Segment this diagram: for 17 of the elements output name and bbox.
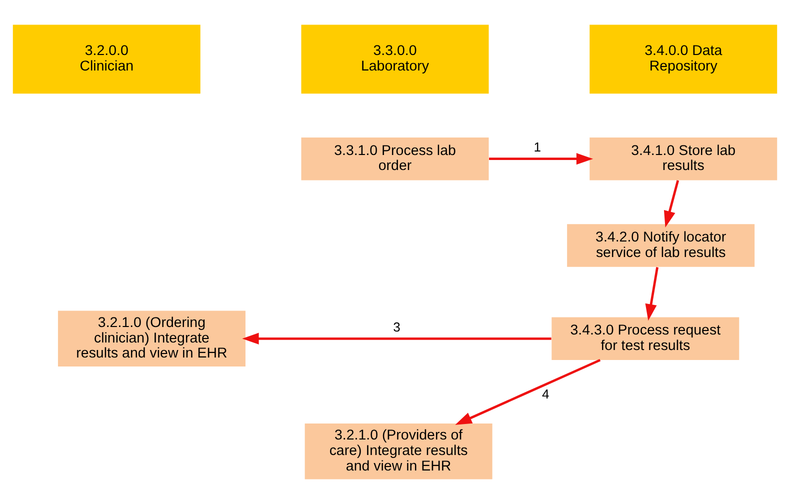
node-box: 3.4.2.0 Notify locator service of lab results	[567, 224, 755, 267]
node-box: 3.4.1.0 Store lab results	[590, 137, 778, 180]
node-box: 3.2.1.0 (Ordering clinician) Integrate results and view in EHR	[58, 310, 246, 367]
edge-label: 3	[393, 319, 400, 334]
arrow	[664, 180, 680, 228]
node-box: 3.3.1.0 Process lab order	[301, 137, 489, 180]
node-box: 3.3.0.0 Laboratory	[301, 24, 489, 94]
node-box: 3.2.0.0 Clinician	[12, 24, 200, 94]
arrow	[645, 267, 658, 321]
node-box: 3.4.0.0 Data Repository	[590, 24, 778, 94]
edge-label: 1	[534, 139, 542, 154]
node-box: 3.2.1.0 (Providers of care) Integrate results and view in EHR	[304, 423, 492, 480]
arrow	[242, 332, 552, 344]
arrow	[489, 153, 594, 165]
edge-label: 4	[542, 386, 550, 402]
arrow	[455, 358, 601, 425]
node-box: 3.4.3.0 Process request for test results	[552, 317, 740, 360]
